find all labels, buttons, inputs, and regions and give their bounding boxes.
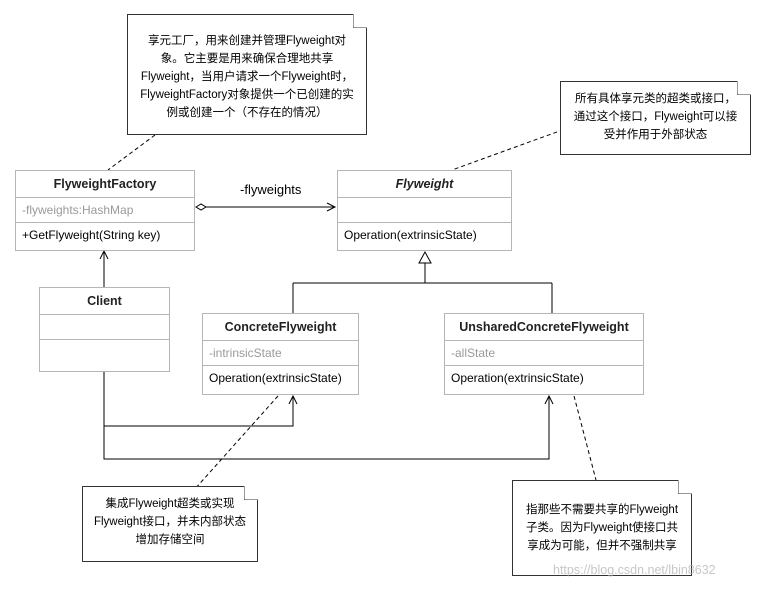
class-flyweight: Flyweight Operation(extrinsicState) [337, 170, 512, 251]
class-operation: Operation(extrinsicState) [451, 371, 584, 385]
note-line: 集成Flyweight超类或实现 [105, 498, 235, 510]
note-concrete: 集成Flyweight超类或实现 Flyweight接口，并未内部状态 增加存储… [82, 486, 258, 562]
class-concrete-flyweight: ConcreteFlyweight -intrinsicState Operat… [202, 313, 359, 395]
client-unshared-line [103, 396, 550, 460]
note-factory: 享元工厂，用来创建并管理Flyweight对 象。它主要是用来确保合理地共享 F… [127, 14, 367, 135]
note-line: Flyweight接口，并未内部状态 [93, 516, 247, 528]
class-name: ConcreteFlyweight [203, 314, 358, 341]
class-unshared-concrete-flyweight: UnsharedConcreteFlyweight -allState Oper… [444, 313, 644, 395]
note-flyweight: 所有具体享元类的超类或接口， 通过这个接口，Flyweight可以接 受并作用于… [560, 81, 751, 155]
note-fold-icon [737, 81, 751, 95]
note-fold-icon [244, 486, 258, 500]
class-name: Client [40, 288, 169, 315]
note-link-concrete [193, 395, 279, 491]
note-line: 象。它主要是用来确保合理地共享 [160, 53, 334, 65]
aggregation-diamond [195, 203, 207, 211]
client-factory-arrowhead [99, 249, 109, 260]
class-operation: Operation(extrinsicState) [344, 228, 477, 242]
class-name: FlyweightFactory [16, 171, 194, 198]
watermark: https://blog.csdn.net/lbin8632 [553, 563, 716, 577]
class-operation: Operation(extrinsicState) [209, 371, 342, 385]
note-line: 子类。因为Flyweight使接口共 [525, 522, 679, 534]
note-line: 指那些不需要共享的Flyweight [525, 504, 679, 516]
note-unshared: 指那些不需要共享的Flyweight 子类。因为Flyweight使接口共 享成… [512, 480, 692, 576]
note-link-unshared [573, 395, 597, 481]
class-attribute [338, 198, 511, 223]
client-concrete-line [103, 372, 294, 427]
class-attribute: -flyweights:HashMap [16, 198, 194, 223]
client-unshared-arrowhead [544, 394, 554, 405]
note-line: Flyweight，当用户请求一个Flyweight时， [140, 71, 354, 83]
note-line: 增加存储空间 [135, 534, 205, 546]
class-attribute [40, 315, 169, 340]
client-concrete-arrowhead [288, 394, 298, 405]
note-link-factory [107, 134, 156, 171]
association-label: -flyweights [240, 182, 302, 197]
class-attribute: -intrinsicState [203, 341, 358, 366]
note-line: FlyweightFactory对象提供一个已创建的实 [140, 89, 354, 101]
class-flyweight-factory: FlyweightFactory -flyweights:HashMap +Ge… [15, 170, 195, 251]
note-fold-icon [678, 480, 692, 494]
aggregation-arrowhead [326, 202, 337, 212]
note-line: 受并作用于外部状态 [603, 129, 708, 141]
note-line: 通过这个接口，Flyweight可以接 [573, 111, 738, 123]
note-line: 享元工厂，用来创建并管理Flyweight对 [147, 35, 347, 47]
note-line: 所有具体享元类的超类或接口， [575, 93, 736, 105]
class-operation [40, 340, 169, 364]
note-fold-icon [353, 14, 367, 28]
class-name: Flyweight [338, 171, 511, 198]
note-line: 例或创建一个（不存在的情况） [166, 107, 328, 119]
class-name: UnsharedConcreteFlyweight [445, 314, 643, 341]
inherit-triangle [418, 250, 432, 264]
class-attribute: -allState [445, 341, 643, 366]
note-line: 享成为可能，但并不强制共享 [527, 540, 677, 552]
class-operation: +GetFlyweight(String key) [22, 228, 161, 242]
class-client: Client [39, 287, 170, 372]
